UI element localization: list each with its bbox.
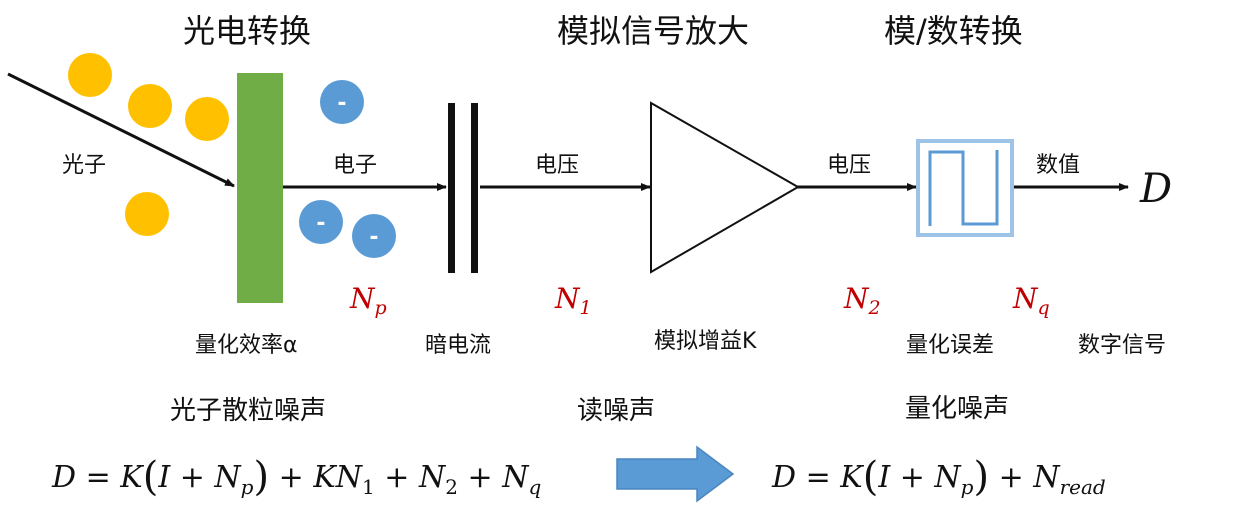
noise-symbol-nq: Nq (1013, 282, 1050, 319)
noise-symbol-n2: N2 (844, 282, 881, 319)
label-analog-gain: 模拟增益K (654, 329, 757, 354)
electron-charge: - (316, 211, 325, 236)
flow-label-electron: 电子 (333, 153, 378, 178)
noise-type-quantization: 量化噪声 (905, 394, 1010, 424)
label-quantum-efficiency: 量化效率α (195, 333, 298, 358)
dark-current-bar (448, 103, 455, 273)
output-symbol: D (1140, 166, 1173, 212)
electron-dot (320, 80, 364, 124)
flow-label-voltage-1: 电压 (535, 153, 580, 178)
electron-dot (352, 214, 396, 258)
noise-symbol-np: Np (350, 282, 387, 319)
adc-square-wave (928, 150, 999, 226)
photon-dot (128, 84, 172, 128)
photon-dot (185, 97, 229, 141)
noise-type-read: 读噪声 (577, 396, 656, 426)
label-digital-signal: 数字信号 (1078, 333, 1167, 358)
electron-charge: - (369, 225, 378, 250)
photon-dot (68, 53, 112, 97)
label-quantization-error: 量化误差 (906, 333, 995, 358)
noise-symbol-n1: N1 (555, 282, 592, 319)
amplifier-triangle (650, 101, 801, 274)
dark-current-bar (471, 103, 478, 273)
photon-ray (7, 72, 235, 188)
electron-charge: - (337, 91, 346, 116)
transform-arrow (616, 445, 735, 503)
flow-label-photon: 光子 (62, 153, 107, 178)
sensor-block (237, 73, 283, 303)
stage-title-ad-conversion: 模/数转换 (884, 12, 1023, 50)
stage-title-photoelectric: 光电转换 (183, 12, 312, 50)
photon-dot (125, 192, 169, 236)
equation-simplified: D = K(I + Np) + Nread (772, 454, 1106, 500)
stage-title-analog-amp: 模拟信号放大 (557, 12, 750, 50)
flow-label-voltage-2: 电压 (827, 153, 872, 178)
flow-label-value: 数值 (1036, 153, 1081, 178)
noise-type-photon-shot: 光子散粒噪声 (170, 396, 327, 426)
electron-dot (299, 200, 343, 244)
equation-full: D = K(I + Np) + KN1 + N2 + Nq (52, 454, 542, 500)
label-dark-current: 暗电流 (425, 333, 492, 358)
